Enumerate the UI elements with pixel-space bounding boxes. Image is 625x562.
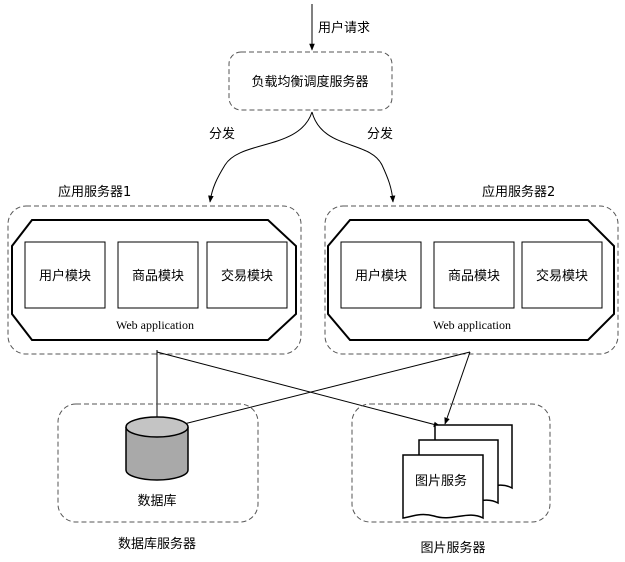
dispatch-arrow-left [208,111,313,203]
database-label: 数据库 [137,493,176,509]
module-box-trade-2 [521,241,603,309]
module-label-trade-1: 交易模块 [221,268,273,284]
database-cylinder-icon [125,416,189,481]
module-box-user-2 [340,241,422,309]
app-server-2-title: 应用服务器2 [482,184,555,200]
web-app-label-1: Web application [116,318,194,332]
app-server-1-box [7,205,302,355]
dispatch-arrow-right [311,111,396,203]
module-box-trade-1 [206,241,288,309]
module-label-goods-2: 商品模块 [448,269,500,284]
module-box-user-1 [24,241,106,309]
load-balancer-box [228,51,393,111]
image-service-label: 图片服务 [415,473,467,489]
image-server-title: 图片服务器 [420,540,485,556]
load-balancer-label: 负载均衡调度服务器 [251,74,368,90]
web-app-label-2: Web application [433,318,511,332]
link-app1-images [156,351,441,428]
dispatch-right-label: 分发 [367,126,393,142]
module-box-goods-2 [433,241,515,309]
app-server-1-title: 应用服务器1 [58,184,131,200]
database-server-box [57,403,259,523]
module-label-user-1: 用户模块 [39,268,91,284]
user-request-label: 用户请求 [318,20,370,36]
web-app-frame-2 [327,219,615,341]
module-box-goods-1 [117,241,199,309]
app-server-2-box [324,205,619,355]
link-app2-database [159,351,471,432]
document-stack-icon [402,424,513,520]
dispatch-left-label: 分发 [209,126,235,142]
module-label-goods-1: 商品模块 [132,269,184,284]
database-server-title: 数据库服务器 [118,536,196,552]
module-label-user-2: 用户模块 [355,268,407,284]
link-app2-images [444,351,471,425]
image-server-box [351,403,551,523]
module-label-trade-2: 交易模块 [536,268,588,284]
web-app-frame-1 [11,219,297,341]
